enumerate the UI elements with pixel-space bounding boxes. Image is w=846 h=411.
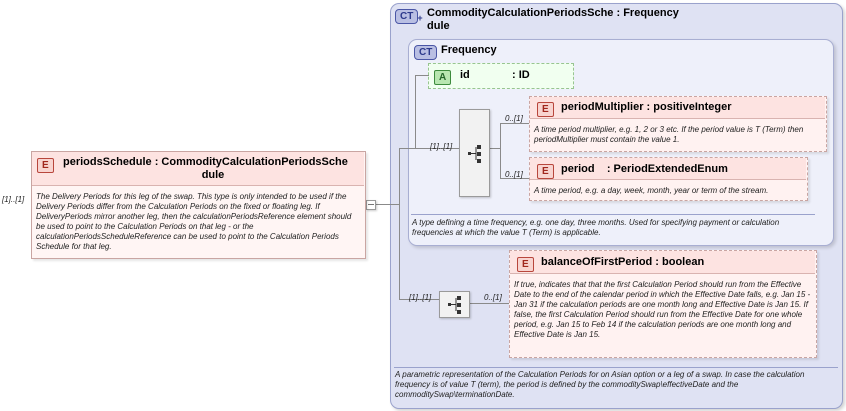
connector-to-multiplier (500, 123, 530, 124)
sequence-compositor-2[interactable] (439, 291, 470, 318)
sequence1-cardinality: [1]..[1] (430, 142, 453, 151)
period-multiplier-badge: E (537, 101, 554, 119)
period-multiplier-header (530, 97, 825, 119)
attribute-name: id (460, 69, 470, 81)
period-cardinality: 0..[1] (505, 170, 523, 179)
connector-root-out (364, 204, 400, 205)
root-cardinality: [1]..[1] (2, 195, 25, 204)
connector-to-period (500, 178, 530, 179)
period-multiplier-description: A time period multiplier, e.g. 1, 2 or 3… (534, 125, 804, 144)
inner-type-title: Frequency (441, 44, 497, 56)
sequence-icon (468, 145, 481, 163)
attribute-id[interactable] (428, 63, 574, 89)
balance-title: balanceOfFirstPeriod : boolean (541, 256, 705, 268)
connector-to-seq1 (415, 148, 459, 149)
inner-separator (411, 214, 815, 215)
connector-inner-vert (415, 75, 416, 149)
sequence2-cardinality: [1]..[1] (409, 293, 432, 302)
period-multiplier-cardinality: 0..[1] (505, 114, 523, 123)
inner-type-description: A type defining a time frequency, e.g. o… (412, 218, 780, 237)
plus-icon: + (417, 13, 423, 23)
outer-type-badge: CT+ (395, 8, 423, 26)
connector-to-inner (399, 148, 415, 149)
balance-header (510, 251, 815, 274)
connector-to-attr (415, 75, 429, 76)
period-header (530, 158, 806, 180)
outer-type-title: CommodityCalculationPeriodsSche : Freque… (427, 7, 679, 32)
period-description: A time period, e.g. a day, week, month, … (534, 186, 769, 195)
root-description: The Delivery Periods for this leg of the… (36, 192, 352, 251)
outer-type-description: A parametric representation of the Calcu… (395, 370, 805, 399)
root-badge: E (37, 157, 54, 175)
balance-cardinality: 0..[1] (484, 293, 502, 302)
connector-to-balance (469, 303, 509, 304)
balance-description: If true, indicates that that the first C… (514, 280, 811, 339)
connector-seq1-out (489, 148, 501, 149)
connector-to-seq2 (399, 299, 439, 300)
outer-separator (394, 367, 838, 368)
period-title: period : PeriodExtendedEnum (561, 163, 728, 175)
minus-icon (368, 204, 374, 205)
collapse-handle[interactable] (366, 200, 376, 210)
attribute-badge: A (434, 69, 452, 87)
sequence-icon (448, 296, 461, 314)
balance-badge: E (517, 256, 534, 274)
connector-trunk (399, 148, 400, 299)
connector-seq1-vert (500, 123, 501, 179)
attribute-type: : ID (512, 69, 530, 81)
inner-type-badge: CT (414, 44, 438, 62)
period-badge: E (537, 163, 554, 181)
sequence-compositor-1[interactable] (459, 109, 490, 197)
root-title: periodsSchedule : CommodityCalculationPe… (63, 156, 348, 181)
root-header (32, 152, 364, 186)
period-multiplier-title: periodMultiplier : positiveInteger (561, 101, 732, 113)
